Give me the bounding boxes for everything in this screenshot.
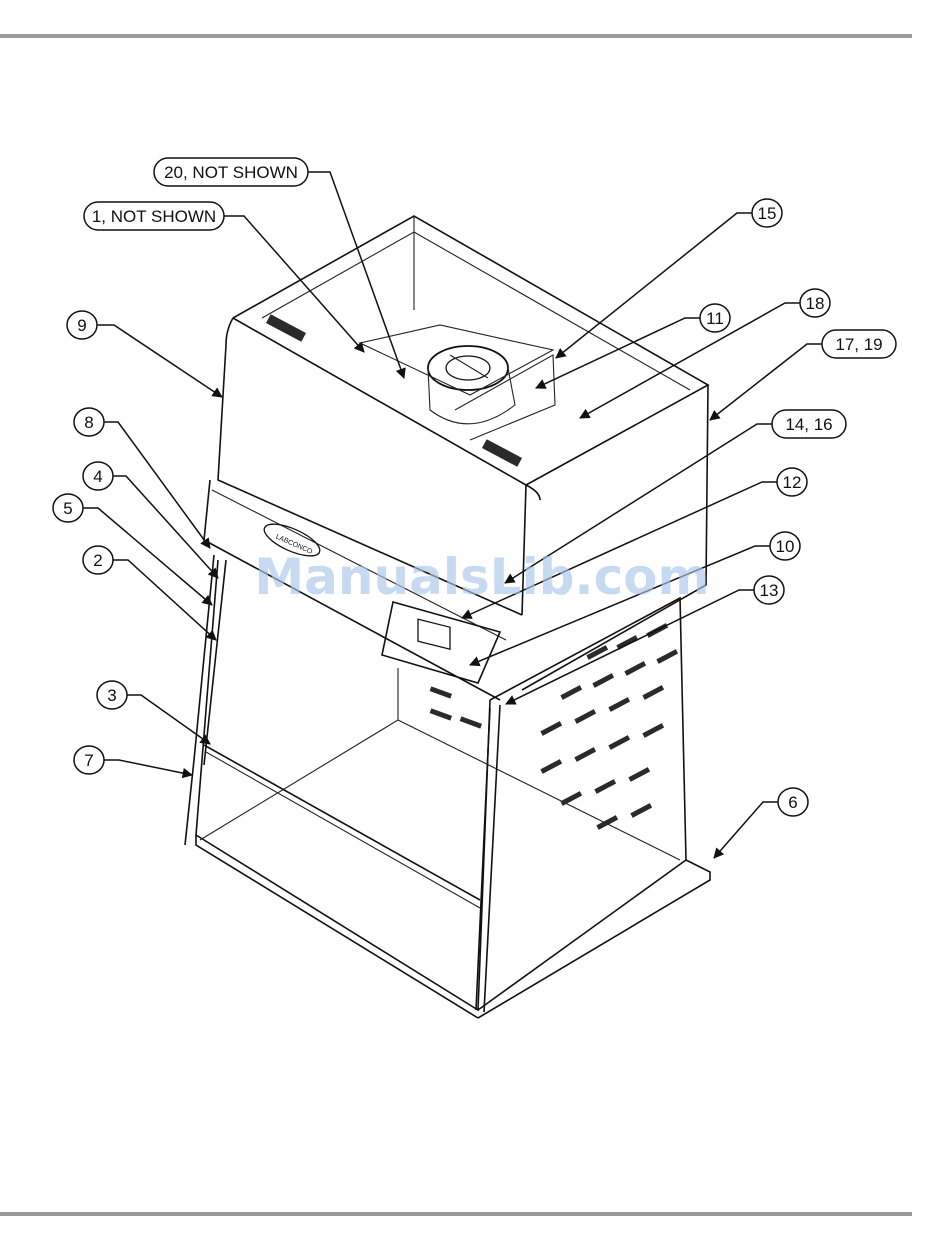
callout-15: 15 [752,199,782,227]
svg-text:8: 8 [84,413,93,432]
svg-text:1, NOT SHOWN: 1, NOT SHOWN [92,207,216,226]
callout-6: 6 [778,788,808,816]
svg-text:6: 6 [788,793,797,812]
svg-text:11: 11 [706,309,724,328]
svg-text:17, 19: 17, 19 [835,335,882,354]
callout-10: 10 [770,532,800,560]
watermark-text: ManualsLib.com [254,548,709,606]
callout-2: 2 [83,546,113,574]
svg-text:10: 10 [776,537,795,556]
svg-text:7: 7 [84,751,93,770]
svg-text:3: 3 [107,686,116,705]
callout-20-not-shown: 20, NOT SHOWN [154,158,308,186]
callout-17-19: 17, 19 [822,330,896,358]
svg-text:2: 2 [93,551,102,570]
svg-text:13: 13 [760,581,779,600]
svg-text:4: 4 [93,467,102,486]
callout-12: 12 [777,468,807,496]
svg-text:5: 5 [63,499,72,518]
svg-text:20, NOT SHOWN: 20, NOT SHOWN [164,163,298,182]
callout-14-16: 14, 16 [772,410,846,438]
callout-8: 8 [74,408,104,436]
callout-13: 13 [754,576,784,604]
svg-text:9: 9 [77,316,86,335]
back-wall-perforations [430,623,678,830]
svg-text:15: 15 [758,204,777,223]
callout-4: 4 [83,462,113,490]
callout-9: 9 [67,311,97,339]
cabinet-drawing: LABCONCO [185,216,710,1018]
callout-7: 7 [74,746,104,774]
svg-text:12: 12 [783,473,802,492]
callout-1-not-shown: 1, NOT SHOWN [84,202,224,230]
svg-text:14, 16: 14, 16 [785,415,832,434]
callout-5: 5 [53,494,83,522]
callout-18: 18 [800,289,830,317]
svg-text:18: 18 [806,294,825,313]
callout-3: 3 [97,681,127,709]
callout-11: 11 [700,304,730,332]
